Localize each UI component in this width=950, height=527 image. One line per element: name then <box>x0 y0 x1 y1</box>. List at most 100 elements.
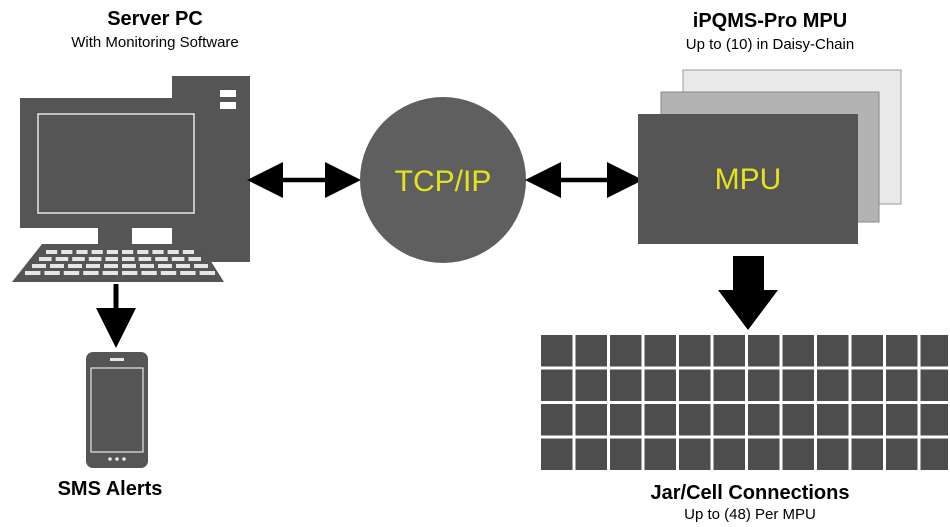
jar-cell <box>575 369 607 401</box>
jar-cell <box>782 404 814 436</box>
keyboard-key <box>138 257 152 261</box>
jar-cell <box>886 369 918 401</box>
jar-cell <box>851 369 883 401</box>
jar-cell <box>713 369 745 401</box>
jar-cell <box>575 438 607 470</box>
jar-cell <box>610 369 642 401</box>
jar-cell <box>920 335 948 367</box>
keyboard-key <box>158 264 172 268</box>
jar-cell <box>817 369 849 401</box>
jar-cell <box>920 404 948 436</box>
keyboard-key <box>122 264 136 268</box>
jar-cell <box>644 335 676 367</box>
jar-cell <box>782 438 814 470</box>
jar-cell <box>748 335 780 367</box>
keyboard-key <box>171 257 185 261</box>
jar-cell <box>541 335 573 367</box>
jar-cell <box>575 404 607 436</box>
keyboard-key <box>188 257 201 261</box>
keyboard-key <box>122 250 134 254</box>
jar-cell <box>541 369 573 401</box>
keyboard-key <box>106 250 118 254</box>
jar-cell-title: Jar/Cell Connections <box>650 482 850 504</box>
jar-cell <box>679 438 711 470</box>
monitor-icon <box>20 98 210 244</box>
jar-cell <box>920 438 948 470</box>
keyboard-key <box>61 250 73 254</box>
jar-cell <box>644 404 676 436</box>
jar-cell <box>748 404 780 436</box>
keyboard-key <box>160 271 177 275</box>
jar-cell <box>886 404 918 436</box>
keyboard-key <box>83 271 99 275</box>
keyboard-icon <box>12 244 224 282</box>
keyboard-key <box>39 257 52 261</box>
keyboard-key <box>122 271 138 275</box>
tcpip-network-node: TCP/IP <box>360 97 526 263</box>
server-pc-title: Server PC <box>107 8 203 30</box>
mpu-title: iPQMS-Pro MPU <box>692 10 848 32</box>
jar-cell <box>817 335 849 367</box>
cell-grid <box>540 334 950 472</box>
jar-cell <box>575 335 607 367</box>
keyboard-key <box>194 264 208 268</box>
jar-cell-subtitle: Up to (48) Per MPU <box>684 506 816 523</box>
mpu-label: MPU <box>715 163 782 196</box>
jar-cell <box>679 404 711 436</box>
keyboard-key <box>199 271 215 275</box>
tcpip-label: TCP/IP <box>395 165 492 198</box>
mpu-subtitle: Up to (10) in Daisy-Chain <box>685 36 855 53</box>
keyboard-key <box>141 271 157 275</box>
keyboard-key <box>55 257 69 261</box>
keyboard-key <box>167 250 179 254</box>
keyboard-key <box>50 264 64 268</box>
keyboard-key <box>46 250 58 254</box>
keyboard-key <box>105 257 118 261</box>
jar-cell <box>679 335 711 367</box>
jar-cell <box>782 369 814 401</box>
keyboard-key <box>76 250 88 254</box>
keyboard-key <box>137 250 149 254</box>
jar-cell <box>713 438 745 470</box>
keyboard-key <box>63 271 80 275</box>
keyboard-key <box>44 271 60 275</box>
jar-cell <box>713 404 745 436</box>
jar-cell <box>748 438 780 470</box>
keyboard-key <box>68 264 82 268</box>
jar-cell <box>748 369 780 401</box>
keyboard-key <box>155 257 168 261</box>
sms-alerts-title: SMS Alerts <box>57 478 163 500</box>
jar-cell <box>886 438 918 470</box>
server-pc-subtitle: With Monitoring Software <box>71 34 239 51</box>
keyboard-key <box>32 264 46 268</box>
jar-cell <box>817 438 849 470</box>
jar-cell <box>541 438 573 470</box>
jar-cell <box>610 404 642 436</box>
keyboard-key <box>122 257 135 261</box>
keyboard-key <box>180 271 196 275</box>
jar-cell <box>644 369 676 401</box>
jar-cell <box>782 335 814 367</box>
jar-cell <box>541 404 573 436</box>
keyboard-key <box>104 264 118 268</box>
keyboard-key <box>91 250 103 254</box>
keyboard-key <box>140 264 154 268</box>
jar-cell <box>851 404 883 436</box>
keyboard-key <box>176 264 190 268</box>
jar-cell <box>610 438 642 470</box>
jar-cell <box>817 404 849 436</box>
jar-cell <box>644 438 676 470</box>
smartphone-icon <box>86 352 148 468</box>
keyboard-key <box>182 250 194 254</box>
keyboard-key <box>72 257 85 261</box>
jar-cell <box>851 335 883 367</box>
jar-cell <box>679 369 711 401</box>
keyboard-key <box>152 250 164 254</box>
keyboard-key <box>25 271 41 275</box>
jar-cell <box>610 335 642 367</box>
jar-cell <box>920 369 948 401</box>
jar-cell <box>851 438 883 470</box>
keyboard-key <box>102 271 118 275</box>
jar-cell <box>713 335 745 367</box>
